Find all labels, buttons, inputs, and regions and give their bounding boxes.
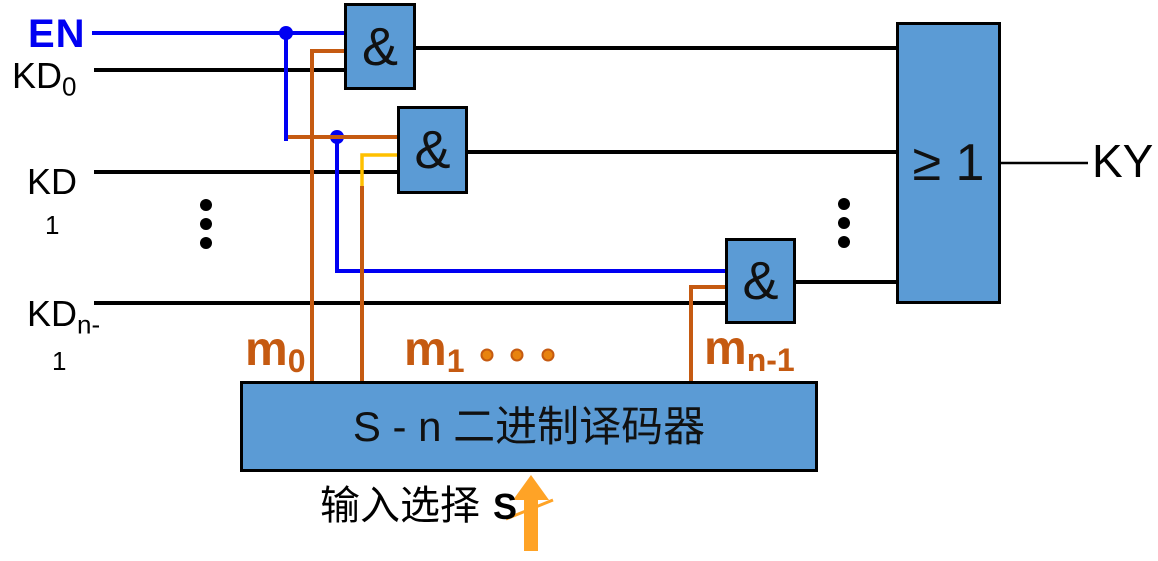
- ellipsis-dot: [838, 217, 850, 229]
- en-junction-dot-1: [279, 26, 293, 40]
- label-kd0-base: KD: [12, 55, 63, 96]
- select-caption-text: 输入选择: [320, 484, 480, 528]
- label-kd0: KD0: [12, 55, 77, 102]
- label-m1: m1: [404, 323, 465, 380]
- select-input-arrow: [505, 475, 554, 551]
- label-m0-sub: 0: [287, 343, 306, 380]
- decoder-title: S - n 二进制译码器: [352, 402, 706, 450]
- label-kd0-sub: 0: [62, 71, 77, 102]
- ellipsis-dot: [200, 199, 212, 211]
- m0-wire: [310, 49, 350, 385]
- label-mn1: mn-1: [704, 322, 795, 379]
- label-en: EN: [28, 12, 86, 56]
- label-kdn1-sub2: 1: [52, 346, 67, 376]
- label-mn1-base: m: [704, 322, 747, 375]
- ellipsis-dot: [838, 236, 850, 248]
- and-gate-3: &: [725, 238, 796, 324]
- m1-upper-wire: [360, 153, 400, 188]
- label-kdn1: KDn-: [27, 293, 101, 340]
- label-kdn1-sub: n-: [77, 309, 101, 340]
- bus-slash: [505, 498, 554, 521]
- ellipsis-dot: [510, 348, 524, 362]
- en-branch-and3-wire: [335, 137, 730, 273]
- label-m1-sub: 1: [446, 343, 465, 380]
- arrow-head: [513, 475, 549, 500]
- and-gate-1-symbol: &: [361, 16, 399, 77]
- label-kd1-base: KD: [27, 161, 78, 202]
- decoder-box: S - n 二进制译码器: [240, 381, 818, 472]
- or-gate: ≥ 1: [896, 22, 1001, 304]
- or-gate-symbol: ≥ 1: [912, 134, 985, 192]
- label-kd1-sub: 1: [45, 210, 60, 240]
- minterm-ellipsis-dots: [480, 348, 555, 362]
- ellipsis-dot: [200, 218, 212, 230]
- select-caption: 输入选择 S: [320, 486, 517, 526]
- ellipsis-dot: [480, 348, 494, 362]
- label-m0-base: m: [245, 323, 288, 376]
- right-ellipsis-dots: [838, 198, 850, 248]
- and-gate-1: &: [344, 3, 416, 90]
- label-m0: m0: [245, 323, 306, 380]
- ellipsis-dot: [838, 198, 850, 210]
- ellipsis-dot: [200, 237, 212, 249]
- left-ellipsis-dots: [200, 199, 212, 249]
- mn1-wire: [689, 285, 730, 385]
- label-m1-base: m: [404, 323, 447, 376]
- select-signal-label: S: [493, 486, 518, 527]
- label-mn1-sub: n-1: [746, 342, 795, 379]
- and-gate-2: &: [397, 106, 468, 194]
- and-gate-3-symbol: &: [742, 251, 779, 311]
- and-gate-2-symbol: &: [414, 120, 451, 180]
- ellipsis-dot: [541, 348, 555, 362]
- label-ky: KY: [1092, 135, 1154, 187]
- label-kdn1-base: KD: [27, 293, 78, 334]
